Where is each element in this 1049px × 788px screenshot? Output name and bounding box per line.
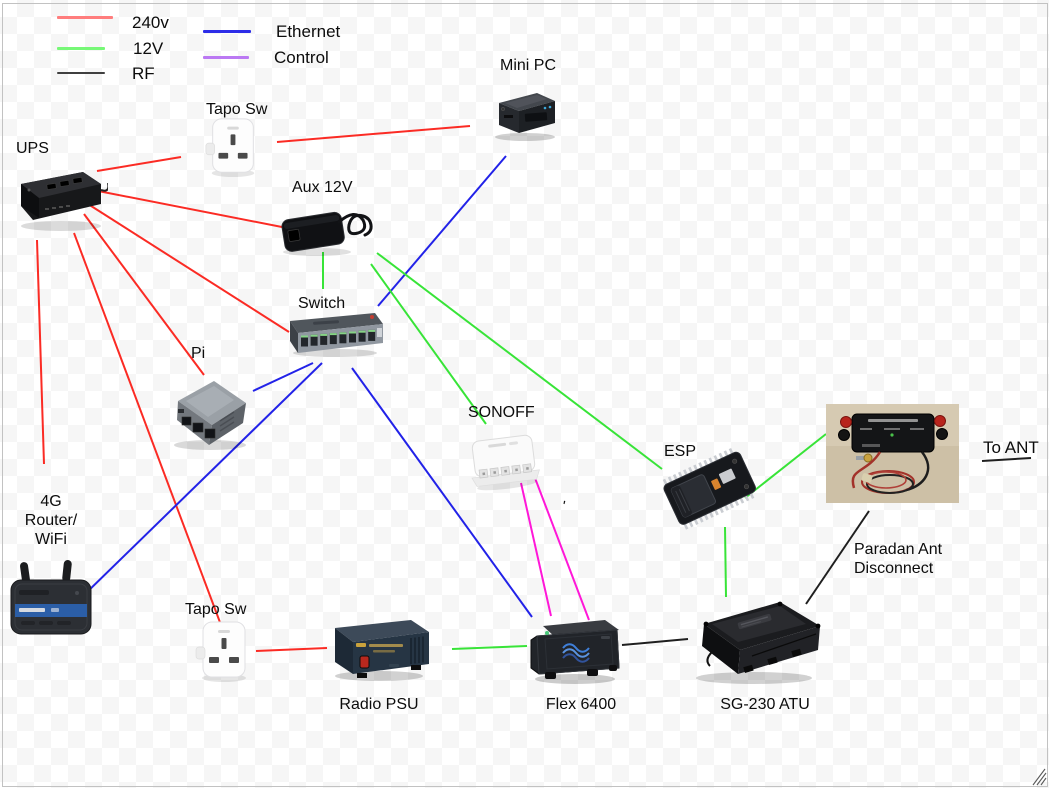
sonoff-label[interactable]: SONOFF: [468, 404, 535, 421]
wire-v12-radio_psu-flex_6400[interactable]: [451, 645, 528, 650]
switch-illustration: [290, 313, 383, 357]
esp-illustration: [662, 446, 757, 530]
radio-psu-label[interactable]: Radio PSU: [339, 696, 419, 713]
device-esp[interactable]: [645, 446, 777, 536]
wire-v240-ups-aux_12v[interactable]: [92, 189, 288, 229]
mini-pc-label[interactable]: Mini PC: [500, 57, 557, 74]
pi-illustration: [174, 381, 246, 450]
sg230-atu-illustration: [696, 601, 821, 684]
tapo-bottom-label[interactable]: Tapo Sw: [185, 601, 247, 618]
pi-label[interactable]: Pi: [191, 345, 206, 362]
wire-v12-aux_12v-esp[interactable]: [376, 252, 663, 470]
tapo-sw-bottom-illustration: [195, 621, 246, 682]
wire-v12-esp-sg230[interactable]: [724, 526, 727, 598]
wire-v240-ups-pi[interactable]: [83, 213, 205, 376]
legend-line-240v[interactable]: [57, 16, 113, 19]
legend-label-rf[interactable]: RF: [132, 64, 155, 83]
radio-psu-illustration: [335, 620, 429, 681]
resize-handle[interactable]: [1032, 767, 1047, 786]
wire-rf-sg230-paradan[interactable]: [805, 510, 870, 605]
device-sonoff[interactable]: [464, 426, 544, 494]
wire-ethernet-switch-router_4g[interactable]: [82, 362, 323, 597]
esp-label[interactable]: ESP: [664, 443, 697, 460]
legend-line-12v[interactable]: [57, 47, 105, 50]
aux-12v-label[interactable]: Aux 12V: [292, 179, 353, 196]
sonoff-illustration: [471, 434, 540, 491]
device-4g-router[interactable]: [5, 560, 100, 638]
to-ant-label[interactable]: To ANT: [983, 438, 1039, 457]
ups-label[interactable]: UPS: [16, 140, 49, 157]
device-paradan[interactable]: [826, 404, 959, 503]
device-pi[interactable]: [162, 371, 259, 453]
flex-6400-label[interactable]: Flex 6400: [545, 696, 617, 713]
device-tapo-sw-bottom[interactable]: [194, 618, 254, 684]
legend-line-ethernet[interactable]: [203, 30, 251, 33]
device-flex-6400[interactable]: [525, 606, 625, 686]
device-ups[interactable]: [13, 160, 108, 236]
wire-v240-ups-switch[interactable]: [87, 203, 290, 333]
device-sg230-atu[interactable]: [682, 594, 827, 689]
wire-v240-tapo_bottom-radio_psu[interactable]: [255, 647, 328, 652]
wire-ethernet-switch-flex_6400[interactable]: [351, 367, 533, 618]
device-mini-pc[interactable]: [487, 87, 563, 143]
wire-v240-ups-tapo_top[interactable]: [96, 156, 182, 172]
wire-control-sonoff-flex_6400[interactable]: [520, 482, 552, 617]
wire-rf-flex_6400-sg230[interactable]: [621, 638, 689, 646]
wire-ethernet-mini_pc-switch[interactable]: [377, 155, 507, 307]
device-tapo-sw-top[interactable]: [203, 116, 263, 178]
wire-rf-paradan-antenna[interactable]: [981, 457, 1032, 462]
wire-ethernet-switch-pi[interactable]: [252, 362, 314, 392]
device-switch[interactable]: [283, 304, 386, 359]
legend-line-rf[interactable]: [57, 72, 105, 74]
wire-v240-ups-router_4g[interactable]: [36, 239, 45, 465]
sg230-label[interactable]: SG-230 ATU: [720, 696, 810, 713]
device-aux-12v[interactable]: [275, 194, 375, 262]
mini-pc-illustration: [495, 93, 555, 141]
ups-illustration: [21, 172, 108, 231]
switch-label[interactable]: Switch: [298, 295, 346, 312]
wire-v240-ups-tapo_bottom[interactable]: [73, 232, 222, 626]
device-radio-psu[interactable]: [323, 612, 435, 684]
legend-label-240v[interactable]: 240v: [132, 13, 169, 32]
wire-v240-tapo_top-mini_pc[interactable]: [276, 125, 471, 143]
4g-router-illustration: [10, 560, 92, 635]
legend-label-12v[interactable]: 12V: [133, 39, 164, 58]
aux-12v-illustration: [281, 211, 373, 256]
legend-label-control[interactable]: Control: [274, 48, 329, 67]
wire-control-sonoff-flex_6400[interactable]: [534, 477, 590, 621]
tapo-top-label[interactable]: Tapo Sw: [206, 101, 268, 118]
legend-line-control[interactable]: [203, 56, 249, 59]
legend-label-ethernet[interactable]: Ethernet: [276, 22, 341, 41]
flex-6400-illustration: [530, 620, 620, 684]
tapo-sw-top-illustration: [205, 118, 255, 178]
wire-v12-aux_12v-sonoff[interactable]: [370, 263, 487, 425]
paradan-illustration: [826, 404, 959, 503]
wire-v12-esp-paradan[interactable]: [744, 433, 827, 499]
